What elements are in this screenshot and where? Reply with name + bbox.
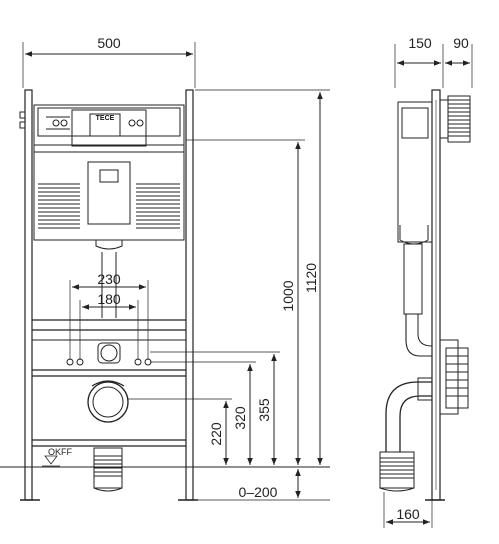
left-upright	[24, 89, 33, 501]
depth-150-label: 150	[408, 35, 432, 51]
brand-label: TECE	[96, 115, 115, 122]
depth-160-label: 160	[396, 506, 420, 522]
stud-right-inner	[134, 358, 142, 366]
side-view	[379, 44, 473, 528]
height-355-label: 355	[256, 398, 272, 422]
floor-adjust-label: 0–200	[239, 484, 278, 500]
drain-bend-side	[385, 381, 432, 452]
hole-spacing-230-label: 230	[97, 271, 121, 287]
drain-bend	[87, 381, 129, 423]
inspection-opening	[87, 161, 131, 225]
stud-left-outer	[66, 358, 74, 366]
height-220-label: 220	[208, 422, 224, 446]
cistern-side	[397, 101, 433, 243]
cistern-body	[33, 104, 185, 241]
front-view	[0, 42, 330, 501]
width-label: 500	[97, 35, 121, 51]
right-upright	[185, 89, 194, 501]
rear-ribbed-panel	[447, 95, 471, 143]
height-1000-label: 1000	[280, 280, 296, 311]
hole-spacing-180-label: 180	[97, 291, 121, 307]
floor-label: OKFF	[48, 447, 73, 457]
stud-left-inner	[76, 358, 84, 366]
depth-90-label: 90	[453, 35, 469, 51]
cistern-ribs-right	[136, 183, 180, 229]
height-1120-label: 1120	[303, 263, 319, 293]
height-320-label: 320	[232, 406, 248, 430]
water-inlet	[100, 344, 118, 362]
cistern-ribs-left	[38, 183, 80, 229]
